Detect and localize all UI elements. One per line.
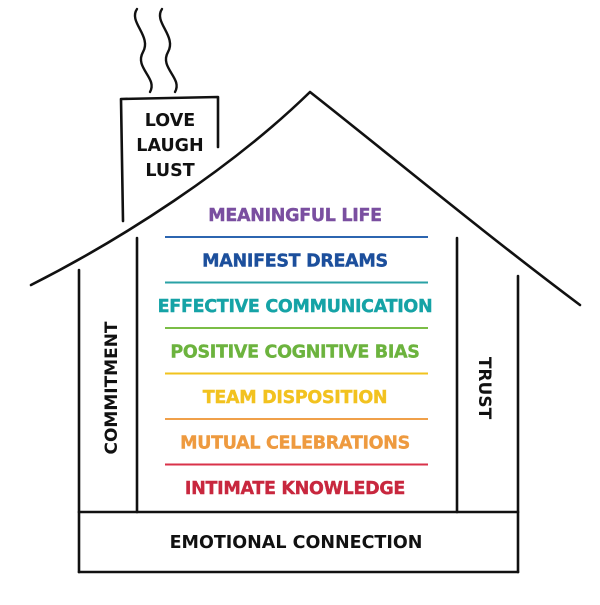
foundation-label: EMOTIONAL CONNECTION: [170, 533, 423, 553]
roof-line: [29, 90, 582, 307]
floor-label-6: MUTUAL CELEBRATIONS: [180, 434, 410, 454]
chimney-text-love: LOVE: [145, 111, 195, 131]
floor-label-2: MANIFEST DREAMS: [202, 252, 388, 272]
chimney-text-lust: LUST: [145, 161, 194, 181]
chimney-text-laugh: LAUGH: [136, 136, 203, 156]
chimney-outline: [119, 95, 220, 223]
pillar-label-commitment: COMMITMENT: [102, 321, 122, 454]
floor-label-3: EFFECTIVE COMMUNICATION: [158, 297, 433, 317]
pillar-label-trust: TRUST: [474, 357, 494, 420]
smoke-line-right: [158, 7, 178, 94]
floor-label-4: POSITIVE COGNITIVE BIAS: [170, 343, 419, 363]
floor-label-1: MEANINGFUL LIFE: [208, 206, 382, 226]
floor-label-5: TEAM DISPOSITION: [203, 388, 388, 408]
floors-group: MEANINGFUL LIFE MANIFEST DREAMS EFFECTIVE …: [157, 206, 433, 499]
floor-label-7: INTIMATE KNOWLEDGE: [185, 479, 405, 499]
chimney-smoke: [133, 7, 178, 94]
smoke-line-left: [133, 7, 153, 94]
